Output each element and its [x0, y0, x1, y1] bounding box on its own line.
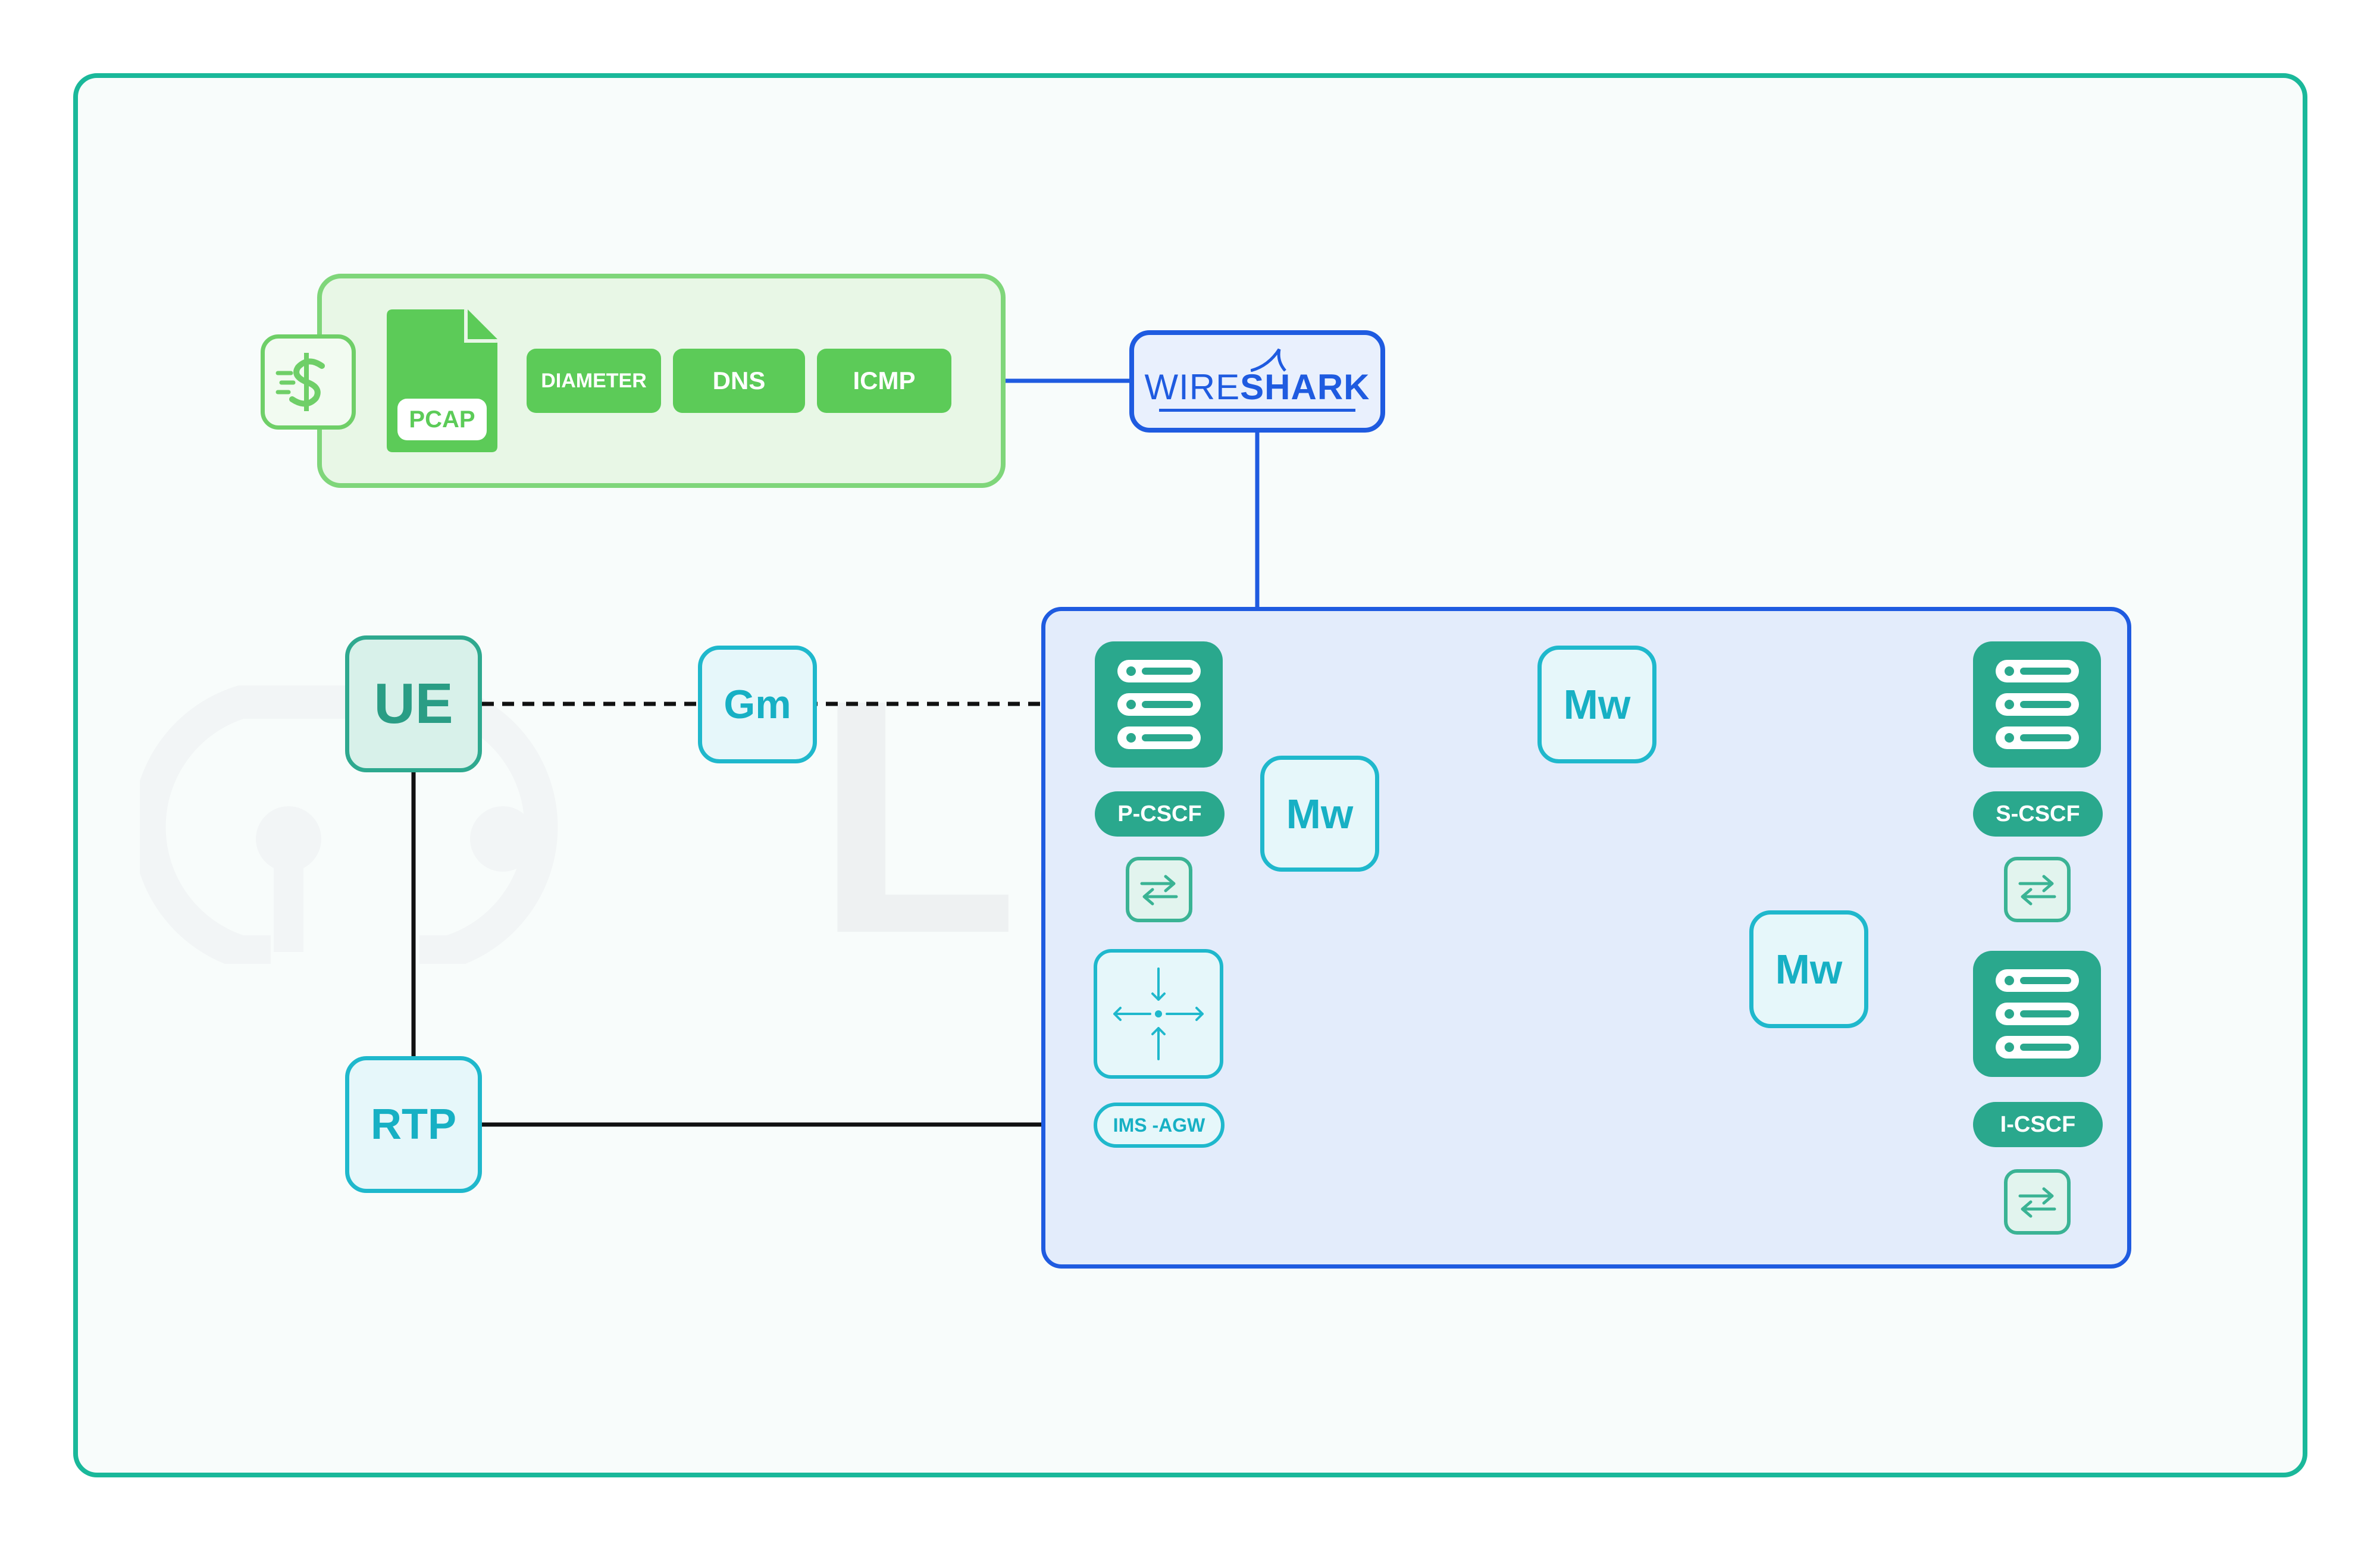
i-cscf-swap-icon — [2004, 1169, 2071, 1235]
ims-agw-label: IMS -AGW — [1094, 1103, 1225, 1148]
gm-node: Gm — [698, 646, 817, 763]
wireshark-logo: WIRESHARK — [1129, 330, 1385, 433]
pcap-label: PCAP — [409, 406, 475, 433]
i-cscf-server-icon — [1973, 951, 2101, 1077]
p-cscf-label: P-CSCF — [1095, 791, 1225, 837]
mw-node-left: Mw — [1260, 756, 1379, 872]
mw-node-top: Mw — [1537, 646, 1656, 763]
ims-agw-crosshair-icon — [1094, 949, 1223, 1079]
pcap-file-icon: PCAP — [387, 309, 497, 452]
s-cscf-server-icon — [1973, 641, 2101, 768]
p-cscf-swap-icon — [1126, 857, 1192, 922]
s-cscf-label: S-CSCF — [1973, 791, 2103, 837]
s-cscf-swap-icon — [2004, 857, 2071, 922]
ue-node: UE — [345, 635, 482, 772]
protocol-dns: DNS — [673, 349, 805, 413]
p-cscf-server-icon — [1095, 641, 1223, 768]
wireshark-shark: SHARK — [1240, 367, 1370, 407]
mw-node-right: Mw — [1749, 910, 1868, 1028]
shark-fin-icon — [1251, 348, 1286, 372]
protocol-icmp: ICMP — [817, 349, 951, 413]
dollar-speed-icon — [261, 334, 356, 430]
wireshark-wire: WIRE — [1144, 367, 1241, 407]
protocol-diameter: DIAMETER — [527, 349, 661, 413]
i-cscf-label: I-CSCF — [1973, 1102, 2103, 1147]
rtp-node: RTP — [345, 1056, 482, 1193]
